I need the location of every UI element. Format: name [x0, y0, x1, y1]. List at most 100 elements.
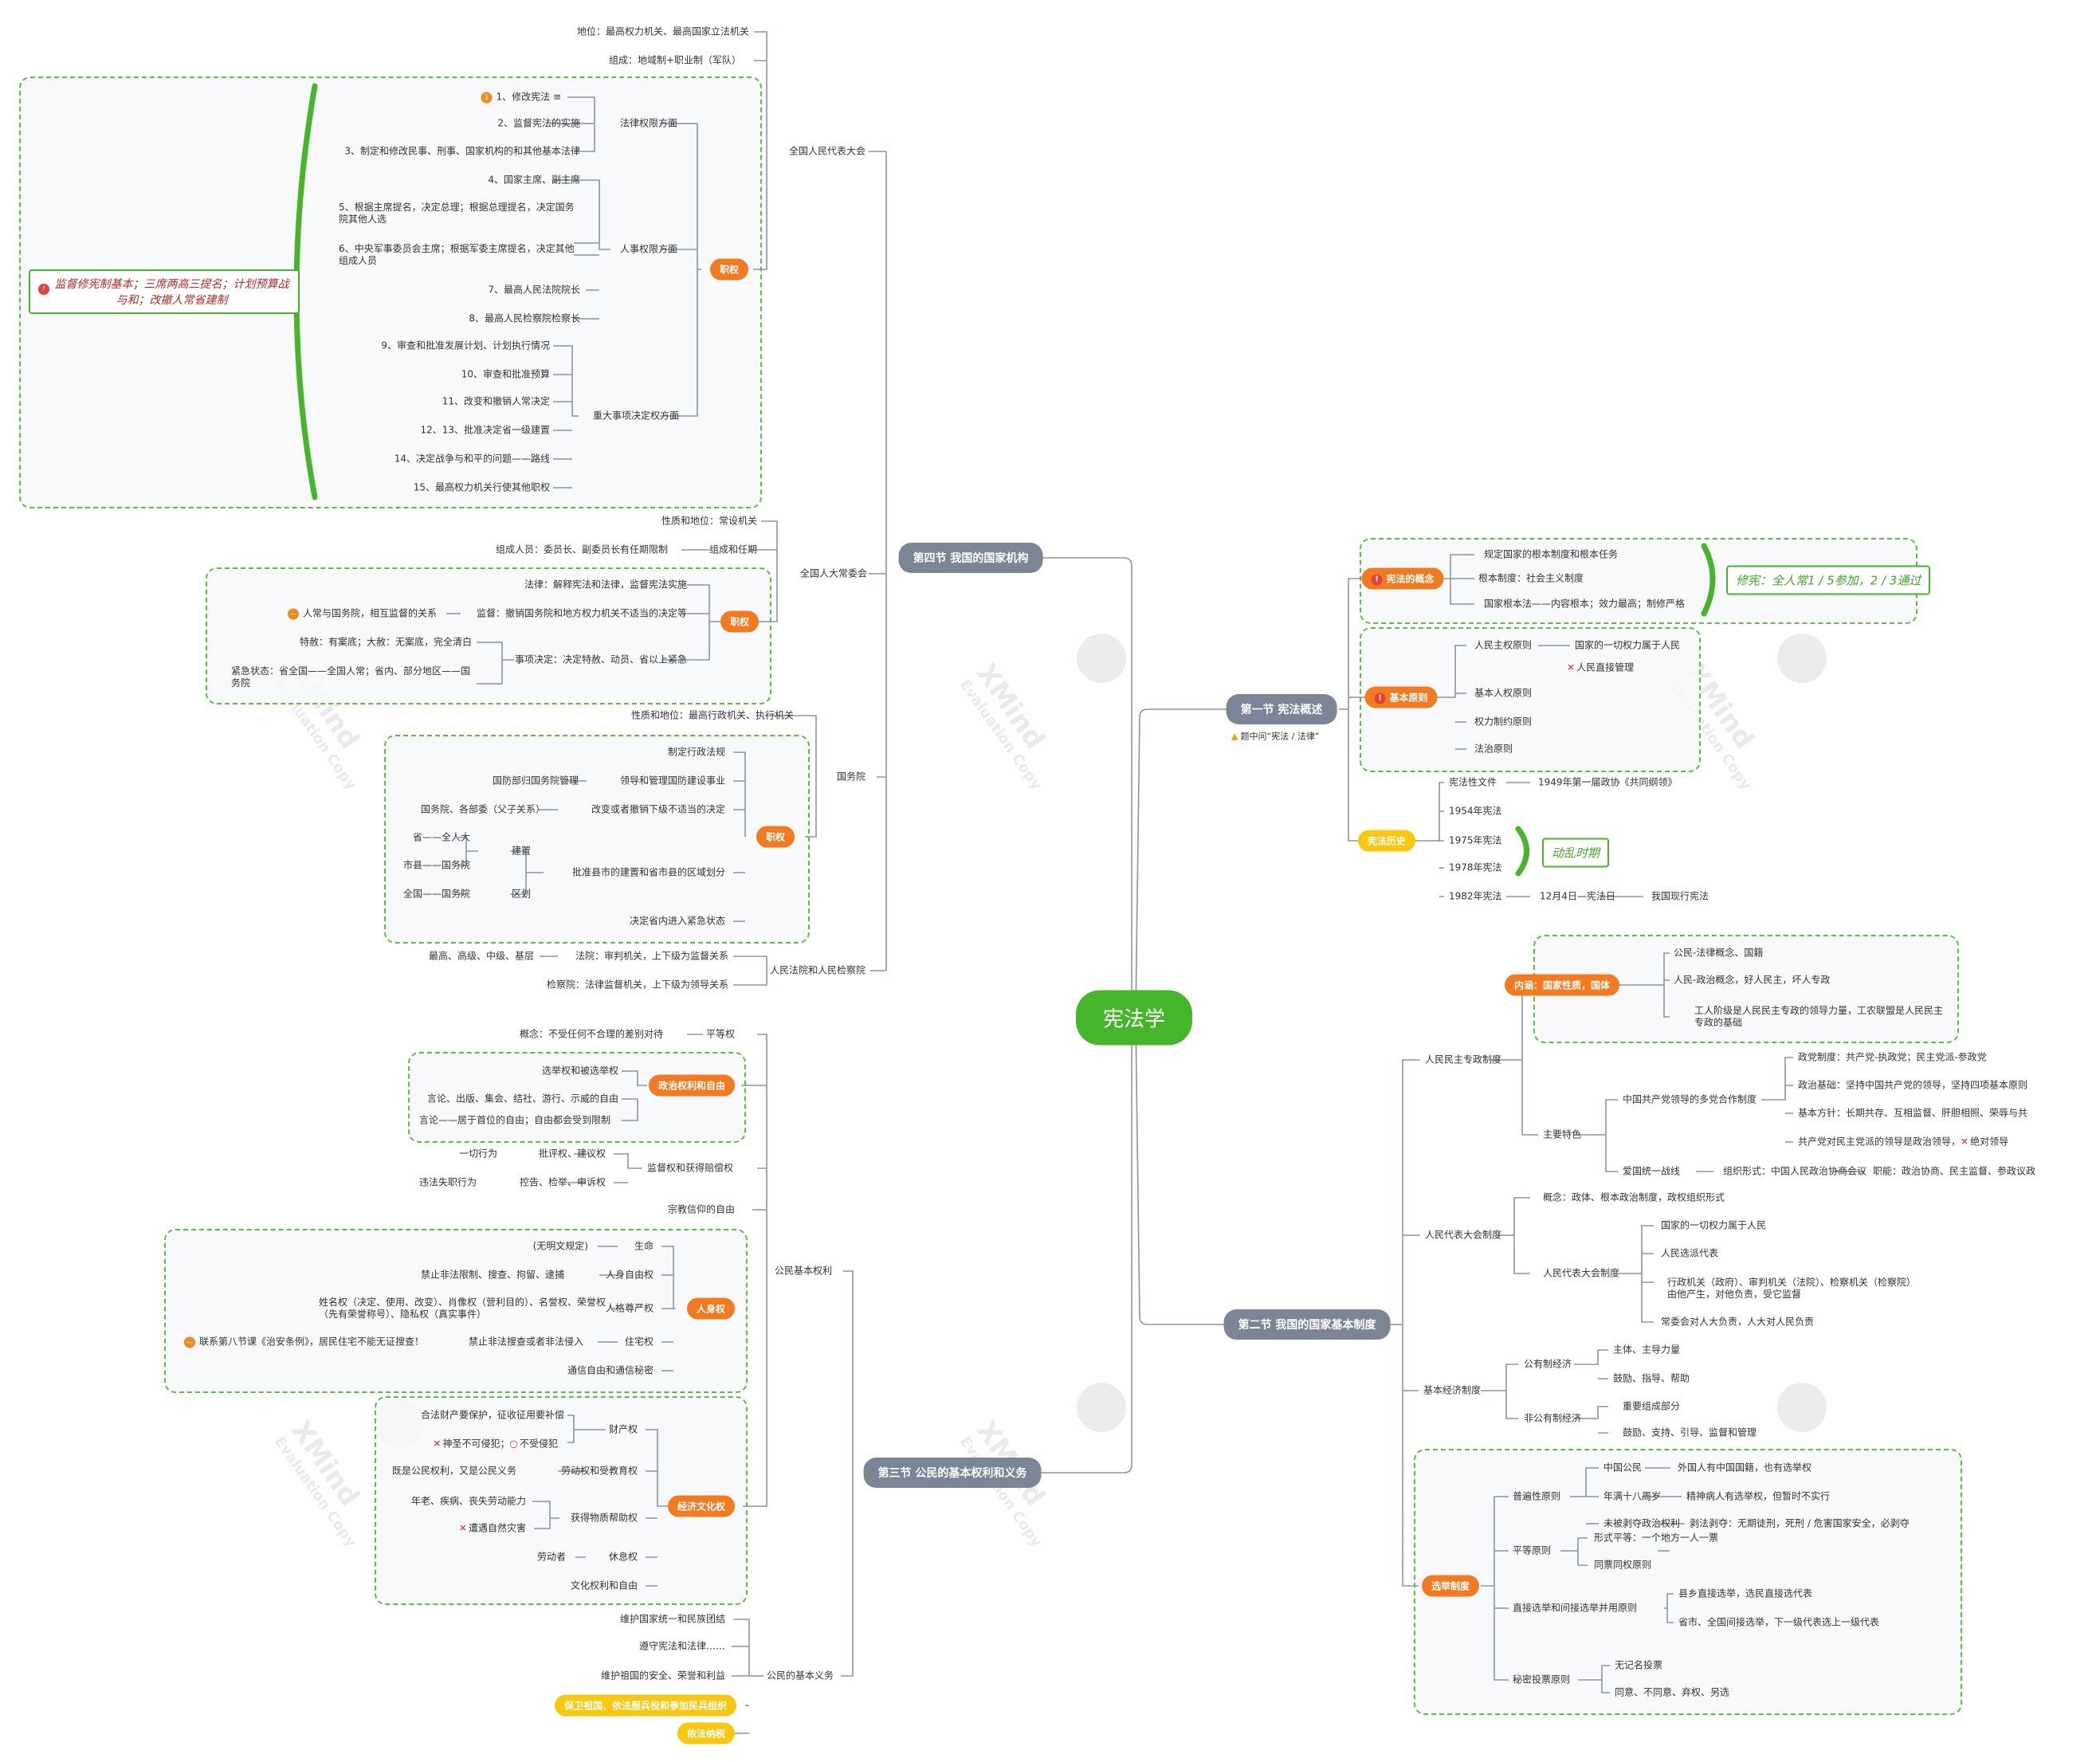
cpc-item: 政党制度：共产党-执政党；民主党派-参政党 [1798, 1051, 1987, 1063]
alert-icon: ! [1371, 574, 1383, 585]
supervision-item: 批评权、建议权 [538, 1148, 606, 1160]
state-power-sub: 区划 [511, 888, 531, 900]
secret-item: 无记名投票 [1615, 1659, 1663, 1671]
history-item: 12月4日—宪法日 [1540, 890, 1615, 902]
person-right-detail: 禁止非法限制、搜查、拘留、逮捕 [420, 1269, 564, 1281]
person-right-home: 住宅权 [624, 1336, 654, 1348]
npc-concept: 概念：政体、根本政治制度，政权组织形式 [1543, 1191, 1725, 1203]
history-item: 1982年宪法 [1449, 890, 1502, 902]
united-front-item: 组织形式：中国人民政治协商会议 [1723, 1165, 1867, 1177]
cpc-item: 基本方针：长期共存、互相监督、肝胆相照、荣辱与共 [1798, 1107, 2028, 1119]
npcsc-position: 性质和地位：常设机关 [661, 515, 757, 527]
econ-right-detail: 劳动者 [536, 1551, 566, 1563]
direct-item: 县乡直接选举，选民直接选代表 [1678, 1587, 1813, 1599]
root-topic[interactable]: 宪法学 [1075, 990, 1193, 1046]
topic-dem-core[interactable]: 内涵：国家性质，国体 [1504, 974, 1620, 996]
npcsc-power-item: 事项决定：决定特赦、动员、省以上紧急 [514, 653, 687, 665]
state-power-item: 国务院、各部委（父子关系） [420, 803, 545, 815]
econ-right-detail: 年老、疾病、丧失劳动能力 [410, 1495, 526, 1507]
history-item: 宪法性文件 [1449, 776, 1497, 788]
boundary-dem-core [1533, 935, 1959, 1043]
duty-military[interactable]: 保卫祖国、依法服兵役和参加民兵组织 [554, 1694, 737, 1717]
state-power-item: 决定省内进入紧急状态 [629, 915, 725, 927]
watermark-logo-icon [1777, 1383, 1827, 1432]
econ-right-assist: 获得物质帮助权 [570, 1512, 638, 1524]
person-right-detail: (无明文规定) [532, 1240, 588, 1252]
section-2-basic-system[interactable]: 第二节 我国的国家基本制度 [1223, 1309, 1391, 1340]
topic-basic-duties: 公民的基本义务 [767, 1670, 834, 1682]
topic-people-democratic-dictatorship: 人民民主专政制度 [1425, 1054, 1502, 1065]
topic-constitution-concept[interactable]: !宪法的概念 [1361, 567, 1444, 590]
boundary-state-council-powers [384, 735, 810, 944]
state-power-sub-item: 省——全人大 [412, 831, 470, 843]
principle-human-rights: 基本人权原则 [1474, 687, 1533, 699]
supervision-item: 控告、检举、申诉权 [519, 1176, 606, 1188]
npc-item: 国家的一切权力属于人民 [1661, 1219, 1767, 1231]
topic-election-system[interactable]: 选举制度 [1421, 1575, 1480, 1597]
section-3-citizen-rights[interactable]: 第三节 公民的基本权利和义务 [863, 1458, 1042, 1488]
npc-legis-item: 3、制定和修改民事、刑事、国家机构的和其他基本法律 [344, 145, 580, 157]
state-power-sub: 建置 [511, 845, 531, 857]
state-power-item: 制定行政法规 [667, 746, 725, 758]
principle-checks: 权力制约原则 [1474, 716, 1533, 728]
universal-item: 剥法剥夺：无期徒刑，死刑 / 危害国家安全，必剥夺 [1690, 1517, 1910, 1529]
priority-1-icon: 1 [481, 92, 493, 103]
supervision-item: 违法失职行为 [418, 1176, 477, 1188]
topic-econ-culture-rights[interactable]: 经济文化权 [667, 1495, 736, 1517]
boundary-npcsc-powers [206, 567, 771, 704]
principle-secret: 秘密投票原则 [1513, 1674, 1571, 1685]
cpc-item: 政治基础：坚持中国共产党的领导，坚持四项基本原则 [1798, 1079, 2028, 1091]
principle-people-sovereignty: 人民主权原则 [1474, 639, 1533, 651]
cross-icon: ✕ [458, 1522, 467, 1534]
duty-item: 维护国家统一和民族团结 [619, 1613, 725, 1625]
state-power-item: 改变或者撤销下级不适当的决定 [591, 803, 725, 815]
equal-item: 形式平等：一个地方一人一票 [1594, 1532, 1719, 1544]
npc-composition: 组成：地域制+职业制（军队） [608, 54, 741, 66]
npcsc-powers[interactable]: 职权 [720, 610, 760, 633]
warning-icon: ▲ [1231, 731, 1238, 742]
npc-personnel-item: 7、最高人民法院院长 [488, 284, 580, 296]
watermark-logo-icon [1777, 634, 1827, 683]
duty-tax[interactable]: 依法纳税 [677, 1722, 736, 1744]
section-4-state-organs[interactable]: 第四节 我国的国家机构 [898, 543, 1043, 573]
topic-basic-principles[interactable]: !基本原则 [1364, 686, 1438, 708]
history-item: 1949年第一届政协《共同纲领》 [1538, 776, 1678, 788]
econ-right-labor: 劳动权和受教育权 [560, 1465, 638, 1477]
topic-political-rights[interactable]: 政治权利和自由 [648, 1074, 736, 1097]
political-item: 言论、出版、集会、结社、游行、示威的自由 [426, 1093, 618, 1105]
secret-item: 同意、不同意、弃权、另选 [1615, 1686, 1730, 1698]
npc-personnel: 人事权限方面 [620, 243, 678, 255]
concept-item: 国家根本法——内容根本；效力最高；制修严格 [1484, 598, 1686, 610]
principle-equal: 平等原则 [1513, 1544, 1552, 1556]
boundary-election [1414, 1449, 1962, 1715]
econ-right-detail: ✕神圣不可侵犯；○不受侵犯 [433, 1438, 558, 1450]
person-right-life: 生命 [634, 1240, 654, 1252]
cross-icon: ✕ [1961, 1136, 1969, 1148]
concept-item: 规定国家的根本制度和根本任务 [1484, 548, 1619, 560]
npcsc-power-note: —人常与国务院，相互监督的关系 [287, 608, 437, 620]
home-note: —联系第八节课《治安条例》，居民住宅不能无证搜查！ [183, 1336, 424, 1348]
dem-core-item: 公民-法律概念、国籍 [1674, 947, 1764, 959]
topic-courts: 人民法院和人民检察院 [770, 964, 866, 976]
cross-icon: ✕ [433, 1438, 442, 1450]
npc-major-item: 9、审查和批准发展计划、计划执行情况 [381, 339, 550, 351]
npc-personnel-item: 4、国家主席、副主席 [488, 174, 580, 186]
npc-powers[interactable]: 职权 [709, 258, 749, 281]
public-economy: 公有制经济 [1524, 1358, 1572, 1370]
right-religion: 宗教信仰的自由 [668, 1203, 736, 1215]
npc-personnel-item: 6、中央军事委员会主席；根据军委主席提名，决定其他组成人员 [339, 243, 575, 266]
npc-item: 行政机关（政府）、审判机关（法院）、检察机关（检察院）由他产生，对他负责，受它监… [1667, 1277, 1912, 1300]
court-item: 最高、高级、中级、基层 [428, 950, 534, 962]
political-item: 言论——居于首位的自由；自由都会受到限制 [418, 1114, 610, 1126]
topic-state-council: 国务院 [837, 771, 866, 783]
topic-basic-rights: 公民基本权利 [775, 1265, 833, 1277]
state-powers[interactable]: 职权 [756, 826, 795, 848]
npcsc-power-item: 法律：解释宪法和法律，监督宪法实施 [524, 579, 687, 591]
topic-constitution-history[interactable]: 宪法历史 [1357, 830, 1416, 852]
topic-person-rights[interactable]: 人身权 [686, 1297, 736, 1320]
person-right-detail: 禁止非法搜查或者非法侵入 [468, 1336, 583, 1348]
dem-core-item: 工人阶级是人民民主专政的领导力量，工农联盟是人民民主专政的基础 [1694, 1005, 1944, 1028]
section-1-overview[interactable]: 第一节 宪法概述 [1226, 694, 1337, 724]
npc-major-item: 14、决定战争与和平的问题——路线 [394, 453, 550, 465]
